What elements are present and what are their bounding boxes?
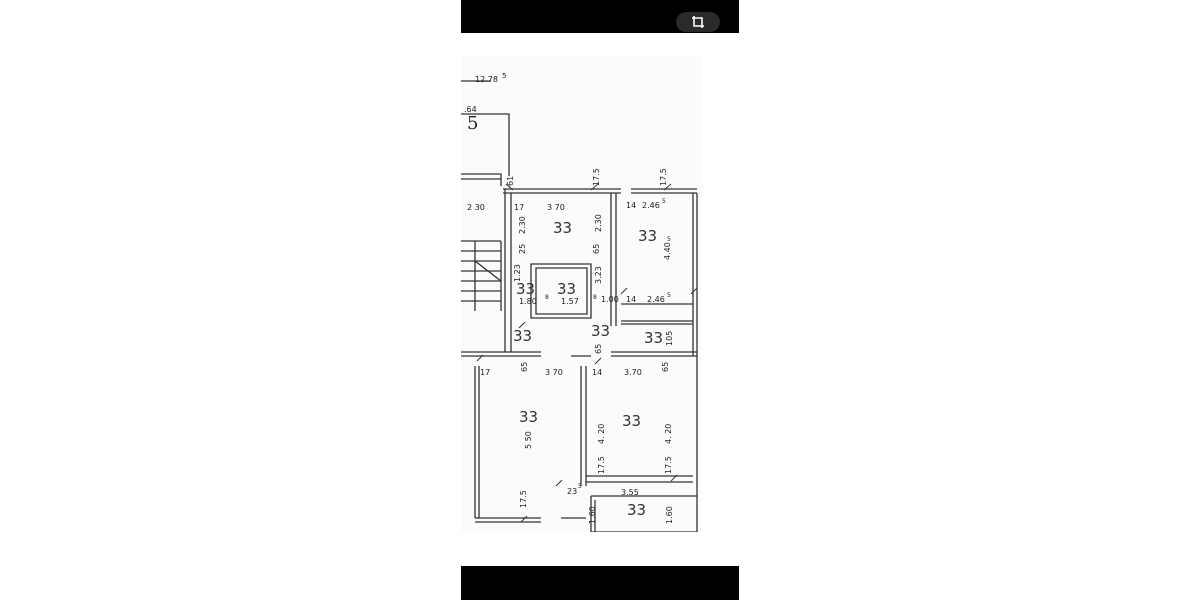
dim-label: 14 xyxy=(626,295,637,304)
dim-label: 1.80 xyxy=(519,297,537,306)
dim-label: 1.23 xyxy=(513,264,522,282)
dim-label: 25 xyxy=(518,243,527,254)
dim-label: 5 xyxy=(667,292,671,299)
dim-label: 65 xyxy=(520,361,529,372)
room-label: 33 xyxy=(557,280,577,298)
room-label: 33 xyxy=(516,280,536,298)
dim-label: 5 xyxy=(578,483,582,490)
room-label: 33 xyxy=(627,501,647,519)
dim-label: 2.30 xyxy=(518,216,527,234)
dim-label: 4. 20 xyxy=(664,423,673,444)
room-label: 33 xyxy=(638,227,658,245)
dim-label: 1.60 xyxy=(665,506,674,524)
dim-label: 1.60 xyxy=(588,506,597,524)
room-label: 33 xyxy=(622,412,642,430)
dim-left-edge: .64 xyxy=(464,105,477,114)
dim-label: 3.55 xyxy=(621,488,639,497)
dim-label: 65 xyxy=(661,361,670,372)
dim-label: 17.5 xyxy=(519,490,528,508)
dim-label: 23 xyxy=(567,487,578,496)
plan-number: 5 xyxy=(467,113,479,134)
room-label: 33 xyxy=(513,327,533,345)
floor-plan-image: 12.78 5 .64 5 33 33 33 33 33 33 33 33 33… xyxy=(461,56,701,532)
dim-label: 3 70 xyxy=(547,203,565,212)
dim-label: 5 xyxy=(662,198,666,205)
dim-total-width: 12.78 xyxy=(475,75,498,84)
dim-label: 1.57 xyxy=(561,297,579,306)
crop-button[interactable] xyxy=(676,12,720,32)
dim-label: 3.70 xyxy=(624,368,642,377)
dim-label: 65 xyxy=(594,343,603,354)
dim-label: 8 xyxy=(545,294,549,301)
dim-label: 5 50 xyxy=(524,431,533,449)
dim-label: 17 xyxy=(514,203,525,212)
dim-label: 3.23 xyxy=(594,266,603,284)
room-label: 33 xyxy=(519,408,539,426)
dim-label: 14 xyxy=(592,368,603,377)
dim-label: 2.46 xyxy=(642,201,660,210)
dim-label: 17.5 xyxy=(664,456,673,474)
dim-label: 105 xyxy=(665,330,674,346)
image-viewer: 12.78 5 .64 5 33 33 33 33 33 33 33 33 33… xyxy=(461,0,739,600)
viewer-bottom-bar xyxy=(461,566,739,600)
dim-label: 17 xyxy=(480,368,491,377)
dim-label: 3 70 xyxy=(545,368,563,377)
dim-label: 17.5 xyxy=(592,168,601,186)
dim-label: 5 xyxy=(667,236,671,243)
dim-label: 4.40 xyxy=(663,242,672,260)
dim-label: 2.30 xyxy=(594,214,603,232)
crop-icon xyxy=(691,15,705,29)
floor-plan-drawing xyxy=(461,80,698,532)
dim-label: 2.46 xyxy=(647,295,665,304)
viewer-top-bar xyxy=(461,0,739,33)
dim-label: 65 xyxy=(592,243,601,254)
dim-label: 17.5 xyxy=(659,168,668,186)
dim-label: 14 xyxy=(626,201,637,210)
dim-label: 17.5 xyxy=(597,456,606,474)
dim-label: 4. 20 xyxy=(597,423,606,444)
dim-superscript: 5 xyxy=(502,72,507,80)
dim-label: 1.00 xyxy=(601,295,619,304)
room-label: 33 xyxy=(553,219,573,237)
dim-label: 8 xyxy=(593,294,597,301)
room-label: 33 xyxy=(591,322,611,340)
dim-label: 61 xyxy=(506,175,515,186)
room-label: 33 xyxy=(644,329,664,347)
dim-label: 2 30 xyxy=(467,203,485,212)
